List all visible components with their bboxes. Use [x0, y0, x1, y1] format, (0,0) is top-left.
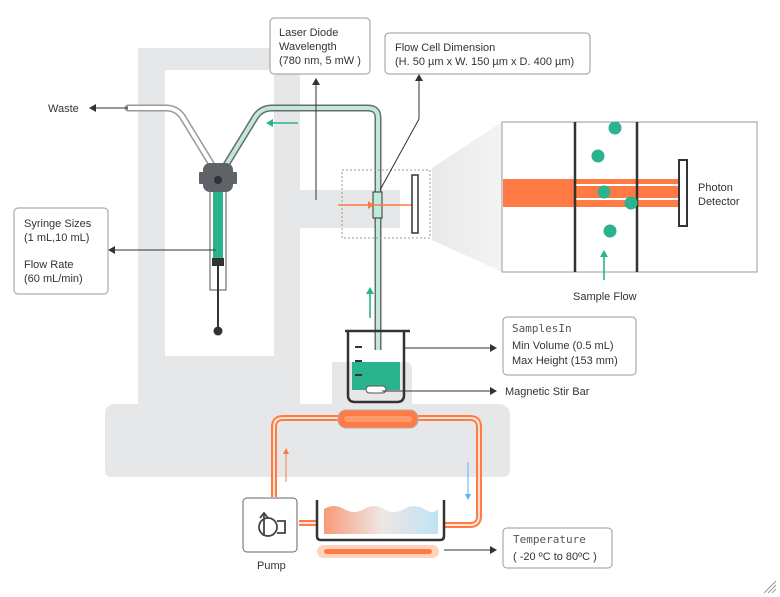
flowcell-callout-box: [384, 32, 591, 75]
heater-plate-inner: [344, 416, 412, 422]
samplesin-callout-box: [502, 316, 637, 376]
instrument-stand: [105, 48, 510, 477]
flowrate-label-line1: Flow Rate: [24, 259, 74, 271]
photon-label-line2: Detector: [698, 196, 740, 208]
flow-cell-zone: [341, 169, 431, 239]
laser-label-line2: Wavelength: [279, 41, 337, 53]
callout-arrowheads: [89, 74, 497, 554]
temperature-range: ( -20 ºC to 80ºC ): [513, 551, 597, 563]
syringe: [209, 189, 227, 336]
zoom-cone: [432, 122, 502, 272]
flowcell-label-line1: Flow Cell Dimension: [395, 42, 495, 54]
samplesin-title: SamplesIn: [512, 322, 572, 335]
zoom-panel: [501, 121, 758, 280]
temperature-title: Temperature: [513, 533, 586, 546]
pump-label: Pump: [257, 560, 286, 572]
waste-label: Waste: [48, 103, 79, 115]
hot-plate-element: [324, 549, 432, 554]
samplesin-line1: Min Volume (0.5 mL): [512, 340, 613, 352]
laser-label-line1: Laser Diode: [279, 27, 338, 39]
resize-grip-icon[interactable]: [763, 580, 777, 594]
laser-label-line3: (780 nm, 5 mW ): [279, 55, 361, 67]
temperature-bath: [315, 500, 446, 542]
sample-tube: [223, 104, 382, 350]
flowcell-label-line2: (H. 50 µm x W. 150 µm x D. 400 µm): [395, 56, 574, 68]
temperature-callout-box: [502, 527, 613, 569]
syringe-callout-box: [13, 207, 109, 295]
stir-bar: [365, 385, 387, 394]
flowrate-label-line2: (60 mL/min): [24, 273, 83, 285]
temperature-loop: [271, 415, 482, 528]
flow-arrows: [266, 119, 471, 500]
laser-callout-box: [269, 17, 371, 75]
detector-small: [411, 174, 419, 234]
stir-bar-label: Magnetic Stir Bar: [505, 386, 590, 398]
pump-icon: [258, 511, 286, 537]
sample-beaker: [345, 329, 410, 404]
photon-label-line1: Photon: [698, 182, 733, 194]
syringe-label-line2: (1 mL,10 mL): [24, 232, 89, 244]
valve-icon: [199, 163, 237, 192]
pump-box: [242, 497, 298, 553]
callout-lines: [95, 80, 491, 551]
sample-flow-label: Sample Flow: [573, 291, 637, 303]
syringe-label-line1: Syringe Sizes: [24, 218, 92, 230]
waste-tube: [124, 104, 216, 169]
laser-arrow: [368, 201, 374, 209]
samplesin-line2: Max Height (153 mm): [512, 355, 618, 367]
